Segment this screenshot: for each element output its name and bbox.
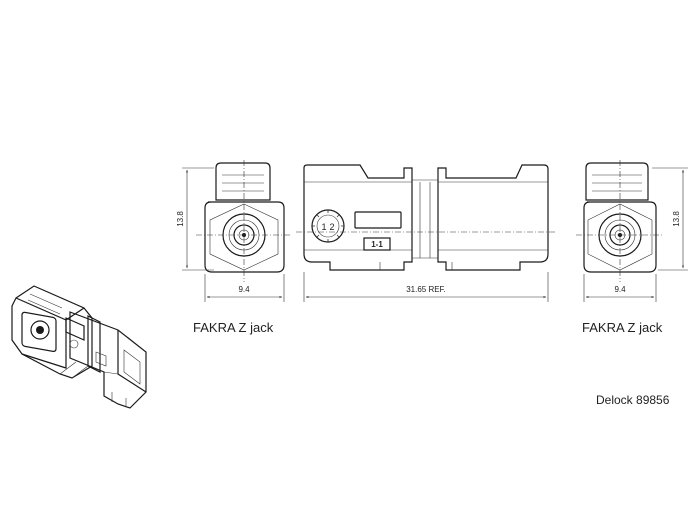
left-width-value: 9.4 bbox=[238, 285, 250, 294]
left-connector-front-view bbox=[196, 160, 292, 282]
right-connector-front-view bbox=[576, 160, 664, 282]
body-length-dimension: 31.65 REF. bbox=[303, 272, 549, 302]
code-mark: 1-1 bbox=[371, 240, 383, 249]
dial-mark-right: 2 bbox=[329, 222, 334, 232]
dial-mark-left: 1 bbox=[321, 222, 326, 232]
right-height-value: 13.8 bbox=[672, 211, 681, 227]
right-width-value: 9.4 bbox=[614, 285, 626, 294]
left-height-value: 13.8 bbox=[176, 211, 185, 227]
product-label: Delock 89856 bbox=[596, 393, 670, 407]
isometric-product-view bbox=[11, 285, 147, 409]
center-body-side-view: 1 2 1-1 bbox=[296, 164, 556, 271]
dial-ticks bbox=[312, 210, 344, 242]
body-length-value: 31.65 REF. bbox=[406, 285, 446, 294]
left-height-dimension: 13.8 bbox=[176, 167, 214, 271]
left-connector-label: FAKRA Z jack bbox=[193, 320, 274, 335]
left-width-dimension: 9.4 bbox=[204, 274, 285, 302]
right-height-dimension: 13.8 bbox=[652, 167, 688, 271]
right-width-dimension: 9.4 bbox=[583, 274, 657, 302]
right-connector-label: FAKRA Z jack bbox=[582, 320, 663, 335]
